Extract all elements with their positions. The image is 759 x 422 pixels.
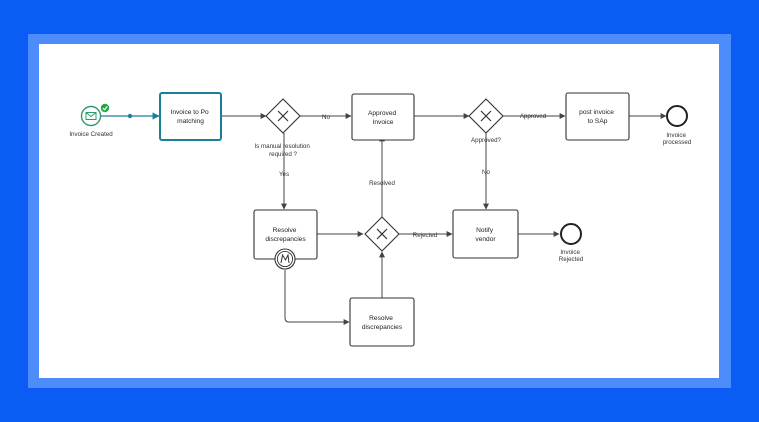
flow-label-resolved: Resolved — [369, 180, 395, 187]
task-label-line: discrepancies — [362, 324, 403, 331]
gateway-merge[interactable] — [364, 216, 400, 252]
flow-label-approved: Approved — [520, 113, 547, 120]
end-event-rejected[interactable] — [560, 223, 582, 245]
svg-text:Resolve discrepancies: Resolve discrepancies — [362, 315, 403, 331]
svg-text:Invoice to Po matching: Invoice to Po matching — [171, 109, 211, 125]
flow-label-no: No — [322, 114, 330, 121]
gateway-approved[interactable] — [468, 98, 504, 134]
task-label-line: matching — [177, 118, 204, 125]
x-icon — [277, 110, 289, 122]
task-resolve-discrepancies[interactable]: Resolve discrepancies — [253, 209, 318, 260]
svg-text:Approved Invoice: Approved Invoice — [368, 110, 398, 126]
check-badge-icon — [100, 103, 110, 113]
task-label-line: Resolve — [273, 227, 297, 234]
end-event-rejected-label: Invoice Rejected — [559, 249, 584, 263]
bpmn-diagram: Invoice Created Invoice to Po matching A… — [69, 92, 692, 347]
task-invoice-to-po-matching[interactable]: Invoice to Po matching — [159, 92, 222, 141]
boundary-event[interactable] — [274, 248, 296, 270]
task-label-line: Approved — [368, 110, 397, 117]
task-label-line: Invoice to Po — [171, 109, 209, 116]
task-resolve-discrepancies-2[interactable]: Resolve discrepancies — [349, 297, 415, 347]
x-icon — [376, 228, 388, 240]
flow-label-yes: Yes — [279, 171, 289, 178]
diagram-canvas: Invoice Created Invoice to Po matching A… — [39, 44, 719, 378]
lightning-icon — [280, 253, 290, 264]
gateway-approved-label: Approved? — [471, 137, 501, 144]
x-icon — [480, 110, 492, 122]
gateway-manual-resolution[interactable] — [265, 98, 301, 134]
flow-boundary-to-resolve-2 — [284, 270, 350, 325]
mail-flap-icon — [85, 112, 97, 118]
task-approved-invoice[interactable]: Approved Invoice — [351, 93, 415, 141]
flow-label-no-2: No — [482, 169, 490, 176]
task-label-line: discrepancies — [265, 236, 306, 243]
svg-text:post invoice to SAp: post invoice to SAp — [579, 109, 616, 125]
svg-text:Resolve discrepancies: Resolve discrepancies — [265, 227, 306, 243]
end-event-processed-label: Invoice processed — [663, 132, 692, 146]
task-label-line: post invoice — [579, 109, 614, 116]
task-label-line: Notify — [476, 227, 494, 234]
task-label-line: vendor — [475, 236, 496, 243]
gateway-manual-label: Is manual resolution required ? — [254, 143, 311, 158]
sequence-flows — [101, 112, 667, 325]
svg-text:Notify vendor: Notify vendor — [475, 227, 496, 243]
task-label-line: Resolve — [369, 315, 393, 322]
end-event-processed[interactable] — [666, 105, 688, 127]
task-post-invoice-to-sap[interactable]: post invoice to SAp — [565, 92, 630, 141]
task-label-line: Invoice — [373, 119, 394, 126]
start-event-label: Invoice Created — [69, 131, 113, 138]
start-event[interactable] — [80, 105, 102, 127]
task-label-line: to SAp — [588, 118, 608, 125]
flow-label-rejected: Rejected — [413, 232, 438, 239]
task-notify-vendor[interactable]: Notify vendor — [452, 209, 519, 259]
flow-joint-dot — [127, 113, 133, 119]
